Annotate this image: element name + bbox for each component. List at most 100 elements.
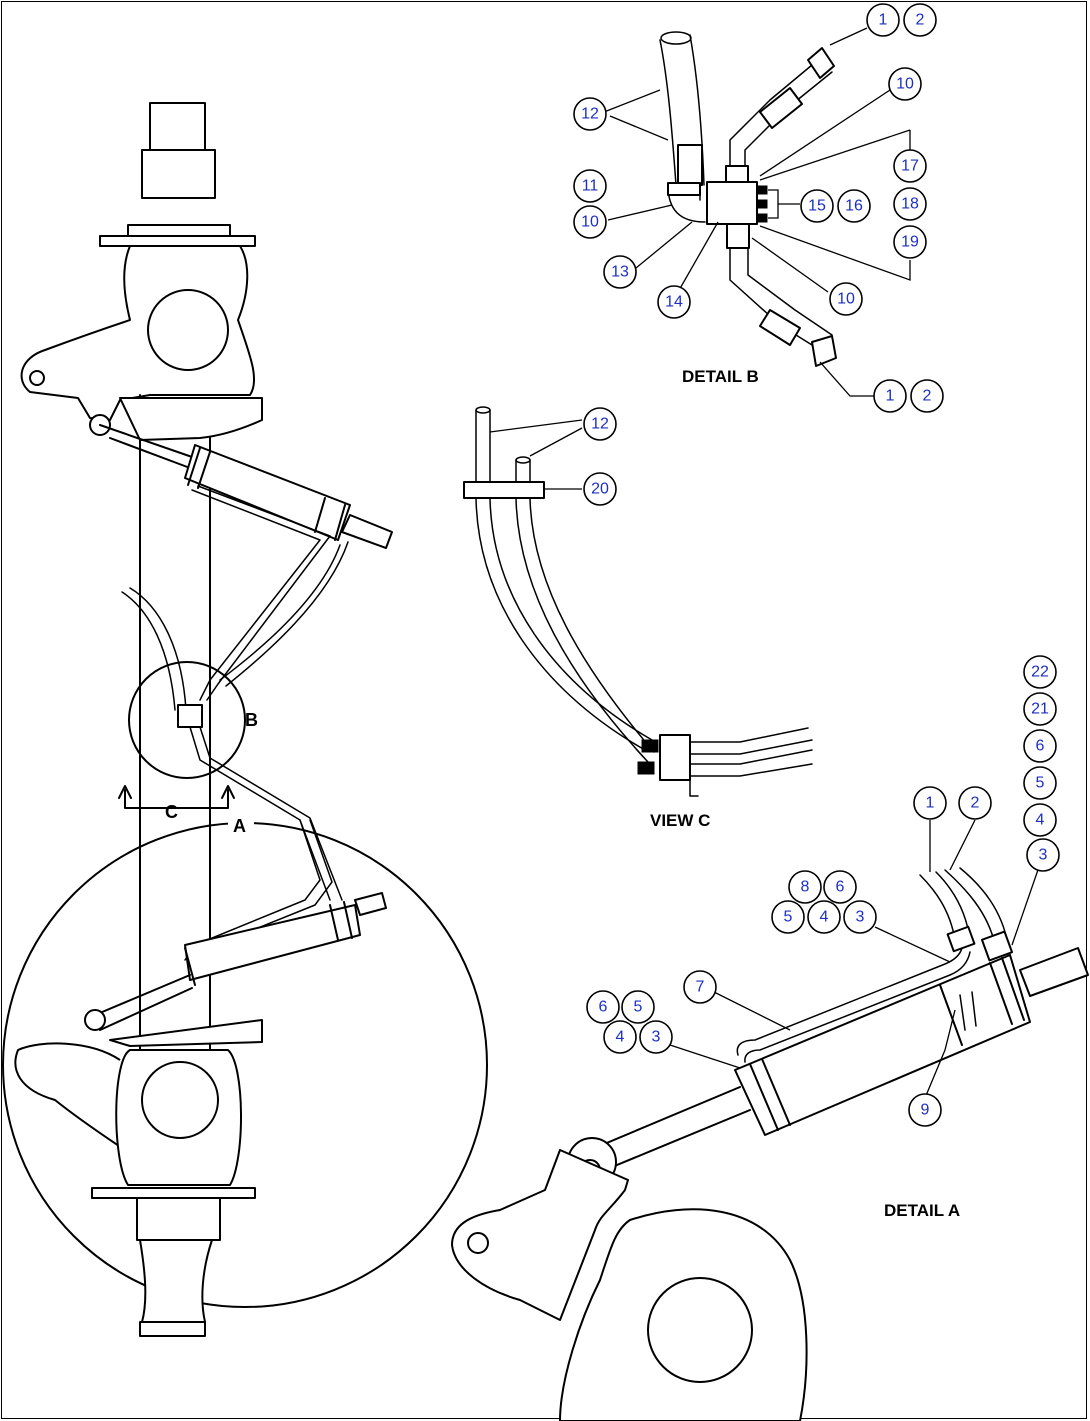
detail-b-hose-upper-right — [729, 59, 833, 167]
svg-text:2: 2 — [971, 795, 980, 812]
view-c-drain — [689, 779, 699, 797]
upper-pipe-3 — [219, 544, 341, 681]
detail-b-block-port-2 — [756, 199, 768, 209]
detail-b-balloon-1-bottom: 1 — [873, 379, 907, 413]
upper-pipe-1 — [191, 489, 321, 701]
detail-b-nut-bottom — [726, 223, 750, 249]
detail-a-balloon-3-left: 3 — [639, 1020, 673, 1054]
detail-a-balloon-6-mid: 6 — [823, 870, 857, 904]
svg-text:2: 2 — [923, 388, 932, 405]
kingpin-top — [149, 102, 206, 151]
svg-text:6: 6 — [599, 999, 608, 1016]
view-c: 12 20 VIEW C — [463, 406, 813, 830]
lower-collar — [136, 1197, 221, 1241]
detail-a-balloon-9: 9 — [908, 1093, 942, 1127]
svg-text:1: 1 — [886, 388, 895, 405]
detail-a-letter: A — [233, 816, 246, 836]
detail-a-balloon-8-mid: 8 — [788, 870, 822, 904]
detail-b-nut-left — [667, 182, 701, 196]
detail-a-balloon-2: 2 — [958, 786, 992, 820]
detail-b-balloon-10-top: 10 — [888, 67, 922, 101]
lower-spindle-end — [139, 1321, 206, 1337]
detail-b-balloon-19: 19 — [893, 225, 927, 259]
detail-a-hose-1-a — [919, 874, 956, 941]
lower-cylinder-clamps — [184, 901, 353, 986]
svg-text:10: 10 — [581, 214, 599, 231]
detail-a-balloon-5-mid: 5 — [771, 900, 805, 934]
knuckle-bore — [147, 289, 229, 371]
detail-a-fitting-1 — [946, 925, 976, 953]
lower-spindle — [139, 1239, 213, 1323]
detail-a-arm-hole — [467, 1232, 489, 1254]
svg-text:10: 10 — [837, 291, 855, 308]
detail-a-pipe-7-a — [736, 947, 963, 1056]
detail-a-cylinder-tail — [1019, 947, 1089, 997]
svg-text:7: 7 — [696, 979, 705, 996]
detail-a-balloon-6-right: 6 — [1023, 729, 1057, 763]
detail-b-hose-12-b — [689, 34, 705, 186]
detail-a-cylinder-port-tube — [959, 991, 977, 1031]
upper-pipe-4 — [225, 541, 349, 687]
svg-text:3: 3 — [856, 909, 865, 926]
svg-text:1: 1 — [879, 12, 888, 29]
detail-b-balloon-15: 15 — [800, 189, 834, 223]
detail-b-balloon-14: 14 — [657, 285, 691, 319]
section-c-arrow-left — [118, 785, 132, 799]
detail-b-hose-lower-right-ferrule — [759, 309, 801, 346]
detail-b-hose-12-end — [660, 31, 692, 45]
svg-text:10: 10 — [896, 76, 914, 93]
detail-b-balloon-10-left: 10 — [573, 205, 607, 239]
lower-axle-bracket — [109, 1019, 263, 1047]
detail-b-hose-lower-right-end — [811, 335, 837, 367]
view-c-curve-2 — [489, 497, 653, 741]
svg-text:19: 19 — [901, 234, 919, 251]
detail-a-cylinder-band-left — [749, 1058, 791, 1131]
view-c-hose-out-2 — [689, 749, 813, 777]
detail-b-balloon-11: 11 — [573, 169, 607, 203]
detail-a-cylinder-body — [734, 954, 1031, 1136]
lower-cylinder-rod — [94, 974, 193, 1031]
view-c-curve-4 — [529, 497, 655, 753]
svg-text:5: 5 — [784, 909, 793, 926]
detail-a-balloon-1: 1 — [913, 786, 947, 820]
detail-b-letter: B — [245, 710, 258, 730]
detail-a: 22 21 6 5 4 3 1 2 8 6 5 4 3 7 6 5 4 3 9 … — [451, 655, 1089, 1421]
svg-text:20: 20 — [591, 481, 609, 498]
detail-b-callout-circle — [128, 661, 246, 779]
detail-a-rod-top — [589, 1086, 741, 1151]
view-c-caption: VIEW C — [650, 811, 710, 830]
upper-cylinder-tail — [341, 514, 393, 549]
view-c-balloon-12: 12 — [583, 407, 617, 441]
svg-text:4: 4 — [820, 909, 829, 926]
detail-b-balloon-18: 18 — [893, 187, 927, 221]
svg-text:6: 6 — [836, 879, 845, 896]
view-c-pipe-12-top — [475, 406, 491, 414]
detail-a-steering-arm — [451, 1149, 629, 1321]
detail-b-balloon-1-top: 1 — [866, 3, 900, 37]
svg-text:5: 5 — [634, 999, 643, 1016]
main-view: B C A — [2, 102, 488, 1337]
detail-a-balloon-5-left: 5 — [621, 990, 655, 1024]
svg-text:8: 8 — [801, 879, 810, 896]
detail-b-hose-12-a — [659, 39, 677, 186]
detail-b-block — [706, 181, 758, 225]
detail-b-hose-12-ferrule — [677, 144, 703, 186]
view-c-balloon-20: 20 — [583, 472, 617, 506]
hose-left-2 — [129, 587, 187, 711]
svg-text:12: 12 — [591, 416, 609, 433]
svg-text:6: 6 — [1036, 738, 1045, 755]
svg-text:18: 18 — [901, 196, 919, 213]
view-c-clamp-20 — [463, 481, 545, 499]
svg-text:16: 16 — [845, 198, 863, 215]
lower-knuckle-bore — [141, 1061, 219, 1139]
kingpin-top-flange — [99, 235, 256, 247]
view-c-curve-1 — [475, 497, 646, 751]
svg-text:5: 5 — [1036, 775, 1045, 792]
section-c-arrow-right — [221, 785, 235, 799]
section-c-line — [124, 789, 229, 809]
detail-b: 1 2 12 10 11 10 17 15 16 18 19 13 14 10 … — [573, 3, 944, 413]
detail-a-balloon-22: 22 — [1023, 655, 1057, 689]
view-c-pipe-b-top — [515, 456, 531, 464]
axle-bracket-top — [119, 397, 263, 441]
